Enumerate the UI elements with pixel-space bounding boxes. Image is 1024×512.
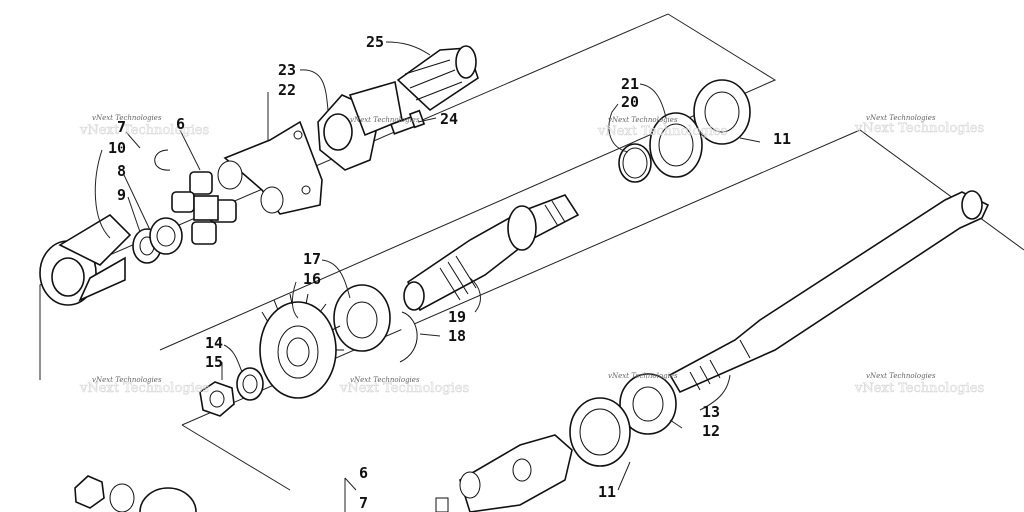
watermark-ghost: vNext Technologies: [339, 381, 469, 396]
callout-18: 18: [448, 327, 466, 345]
callout-7-lower: 7: [359, 494, 368, 512]
yoke-part-10: [39, 213, 132, 306]
watermark-label: vNext Technologies: [866, 114, 936, 122]
watermark-ghost: vNext Technologies: [597, 124, 727, 139]
washer-part-14: [236, 367, 264, 401]
callout-10: 10: [108, 139, 126, 157]
callouts: 25 23 22 24 7 6 10 8 9 21 20 11 17 16 19…: [108, 33, 791, 512]
boot-part-25: [396, 45, 479, 112]
callout-11-lower: 11: [598, 483, 616, 501]
callout-11-upper: 11: [773, 130, 791, 148]
watermark-label: vNext Technologies: [92, 114, 162, 122]
housing-part-23: [317, 80, 403, 171]
flange-yoke-part-22: [217, 120, 323, 215]
part-partial-lower: [435, 497, 449, 512]
nut-partial-lower: [74, 475, 197, 512]
watermark-label: vNext Technologies: [608, 116, 678, 124]
nut-part-15: [199, 381, 235, 417]
callout-13: 13: [702, 403, 720, 421]
seal-part-11-upper: [693, 79, 751, 145]
watermarks: vNext Technologies vNext Technologies vN…: [79, 114, 985, 396]
callout-8: 8: [117, 162, 126, 180]
watermark-label: vNext Technologies: [350, 116, 420, 124]
callout-14: 14: [205, 334, 223, 352]
callout-16: 16: [303, 270, 321, 288]
seal-part-11-lower: [569, 397, 631, 467]
universal-cross-part-6: [171, 171, 237, 245]
watermark-ghost: vNext Technologies: [854, 381, 984, 396]
callout-7-upper: 7: [117, 118, 126, 136]
watermark-ghost: vNext Technologies: [79, 123, 209, 138]
callout-21: 21: [621, 75, 639, 93]
watermark-ghost: vNext Technologies: [79, 381, 209, 396]
upper-assembly-boundary: [39, 13, 777, 380]
seal-part-8: [149, 217, 183, 255]
watermark-label: vNext Technologies: [866, 372, 936, 380]
callout-25: 25: [366, 33, 384, 51]
bearing-part-17: [333, 284, 391, 352]
callout-6-upper: 6: [176, 115, 185, 133]
watermark-ghost: vNext Technologies: [854, 121, 984, 136]
callout-9: 9: [117, 186, 126, 204]
callout-20: 20: [621, 93, 639, 111]
callout-19: 19: [448, 308, 466, 326]
bearing-part-21: [649, 112, 703, 178]
drive-shaft-part-13: [668, 190, 990, 394]
watermark-label: vNext Technologies: [350, 376, 420, 384]
snap-ring-part-18: [399, 311, 418, 363]
pinion-shaft-part-19: [403, 194, 580, 312]
watermark-label: vNext Technologies: [608, 372, 678, 380]
callout-24: 24: [440, 110, 458, 128]
yoke-lower: [459, 434, 573, 512]
callout-12: 12: [702, 422, 720, 440]
o-ring-part-20: [618, 143, 652, 183]
callout-22: 22: [278, 81, 296, 99]
callout-6-lower: 6: [359, 464, 368, 482]
middle-assembly-edge: [181, 424, 291, 491]
callout-23: 23: [278, 61, 296, 79]
watermark-label: vNext Technologies: [92, 376, 162, 384]
snap-ring-part-7: [154, 149, 171, 171]
callout-15: 15: [205, 353, 223, 371]
seal-part-12: [619, 373, 677, 435]
leader-lines: [94, 41, 761, 512]
callout-17: 17: [303, 250, 321, 268]
bevel-gear-part-16: [259, 293, 344, 399]
bolt-part-24: [389, 109, 426, 135]
